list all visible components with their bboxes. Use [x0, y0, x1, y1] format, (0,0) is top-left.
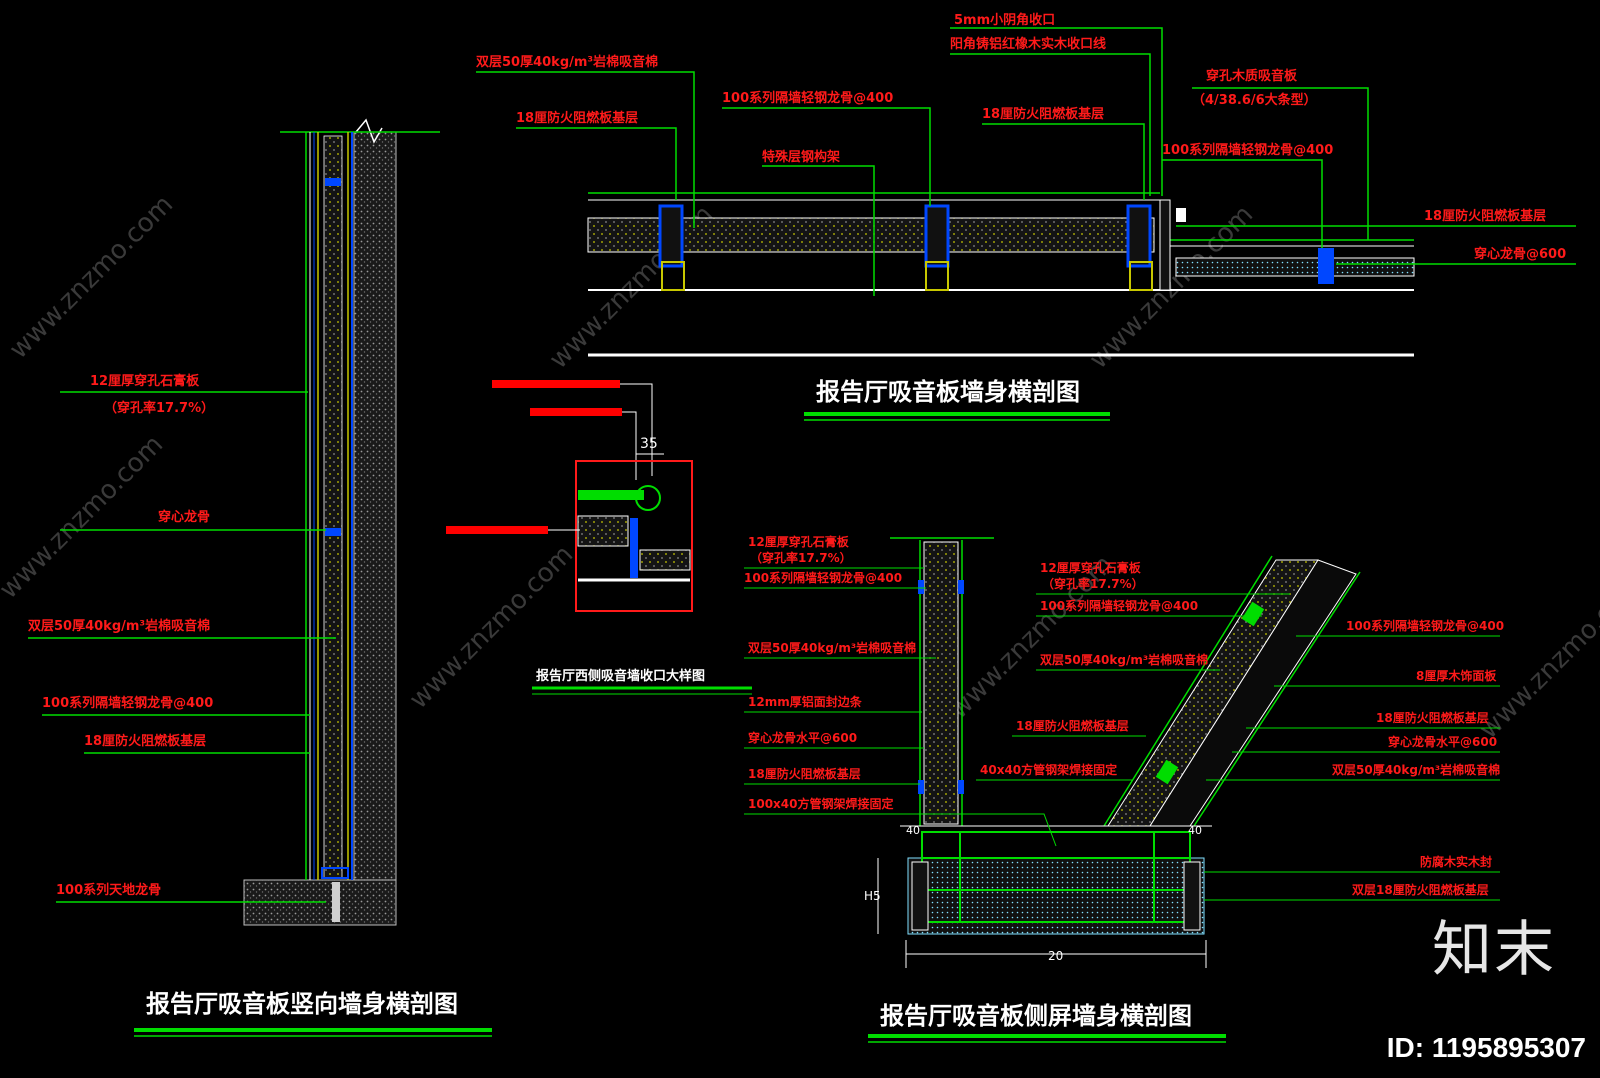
break-line [355, 118, 383, 144]
label-fire-board-a: 18厘防火阻燃板基层 [516, 110, 638, 126]
title-vertical-section: 报告厅吸音板竖向墙身横剖图 [146, 989, 458, 1018]
label-right-8: 18厘防火阻燃板基层 [1376, 710, 1489, 725]
image-id: ID: 1195895307 [1386, 1032, 1586, 1063]
label-through-keel-top: 穿心龙骨@600 [1474, 246, 1566, 262]
label-right-12: 双层18厘防火阻燃板基层 [1352, 882, 1489, 897]
label-mid-3: 双层50厚40kg/m³岩棉吸音棉 [748, 640, 916, 655]
detail-frame [575, 460, 693, 612]
dimension-40-left: 40 [906, 824, 920, 837]
watermark-text: www.znzmo.com [1474, 570, 1600, 745]
label-cotton-top: 双层50厚40kg/m³岩棉吸音棉 [476, 54, 658, 70]
label-mid-7: 100x40方管钢架焊接固定 [748, 796, 894, 811]
label-cotton: 双层50厚40kg/m³岩棉吸音棉 [28, 618, 210, 634]
label-mid-1b: （穿孔率17.7%） [750, 550, 852, 565]
trim-detail: 35 [446, 380, 693, 612]
dimension-height: H5 [864, 889, 881, 903]
label-fire-board: 18厘防火阻燃板基层 [84, 733, 206, 749]
label-right-1b: （穿孔率17.7%） [1042, 576, 1144, 591]
label-right-2: 100系列隔墙轻钢龙骨@400 [1040, 598, 1198, 613]
label-wood-board-2: （4/38.6/6大条型） [1192, 92, 1317, 108]
label-right-1a: 12厘厚穿孔石膏板 [1040, 560, 1142, 575]
label-right-6: 100系列隔墙轻钢龙骨@400 [1346, 618, 1504, 633]
dimension-35: 35 [640, 436, 658, 452]
label-right-7: 8厘厚木饰面板 [1416, 668, 1497, 683]
label-light-steel-keel: 100系列隔墙轻钢龙骨@400 [42, 695, 213, 711]
label-keel-b: 100系列隔墙轻钢龙骨@400 [1162, 142, 1333, 158]
label-keel-top: 100系列隔墙轻钢龙骨@400 [722, 90, 893, 106]
horizontal-wall-section [587, 192, 1415, 357]
dimension-40-right: 40 [1188, 824, 1202, 837]
insulation-core [323, 135, 343, 879]
vertical-wall-section [243, 118, 440, 926]
label-perforated-board: 12厘厚穿孔石膏板 [90, 373, 200, 389]
label-right-9: 穿心龙骨水平@600 [1388, 734, 1497, 749]
label-mid-1a: 12厘厚穿孔石膏板 [748, 534, 850, 549]
label-right-11: 防腐木实木封 [1420, 854, 1492, 869]
label-right-4: 18厘防火阻燃板基层 [1016, 718, 1129, 733]
vertical-section-labels: 12厘厚穿孔石膏板 （穿孔率17.7%） 穿心龙骨 双层50厚40kg/m³岩棉… [28, 373, 336, 903]
label-mid-2: 100系列隔墙轻钢龙骨@400 [744, 570, 902, 585]
label-right-3: 双层50厚40kg/m³岩棉吸音棉 [1040, 652, 1208, 667]
side-screen-labels-left: 12厘厚穿孔石膏板 （穿孔率17.7%） 100系列隔墙轻钢龙骨@400 双层5… [744, 534, 1057, 847]
label-corner-trim-1: 5mm小阴角收口 [954, 12, 1055, 28]
label-special-steel: 特殊层钢构架 [762, 149, 840, 165]
title-detail: 报告厅西侧吸音墙收口大样图 [536, 668, 705, 684]
label-through-keel: 穿心龙骨 [158, 509, 210, 525]
watermark-text: www.znzmo.com [944, 550, 1119, 725]
label-right-5: 40x40方管钢架焊接固定 [980, 762, 1117, 777]
watermark-text: www.znzmo.com [0, 430, 169, 605]
label-mid-6: 18厘防火阻燃板基层 [748, 766, 861, 781]
title-horizontal-section: 报告厅吸音板墙身横剖图 [816, 377, 1080, 406]
label-mid-4: 12mm厚铝面封边条 [748, 694, 863, 709]
horizontal-section-labels: 5mm小阴角收口 阳角铸铝红橡木实木收口线 双层50厚40kg/m³岩棉吸音棉 … [476, 12, 1576, 296]
label-ground-track: 100系列天地龙骨 [56, 882, 161, 898]
title-side-screen-section: 报告厅吸音板侧屏墙身横剖图 [880, 1001, 1192, 1030]
side-screen-labels-right: 12厘厚穿孔石膏板 （穿孔率17.7%） 100系列隔墙轻钢龙骨@400 双层5… [976, 560, 1504, 901]
side-screen-section: 40 40 H5 20 [864, 537, 1361, 968]
label-corner-trim-2: 阳角铸铝红橡木实木收口线 [950, 36, 1106, 52]
watermark-text: www.znzmo.com [4, 190, 179, 365]
dimension-width: 20 [1048, 949, 1063, 963]
concrete-wall [353, 131, 397, 926]
label-right-10: 双层50厚40kg/m³岩棉吸音棉 [1332, 762, 1500, 777]
label-fire-board-b: 18厘防火阻燃板基层 [982, 106, 1104, 122]
label-mid-5: 穿心龙骨水平@600 [748, 730, 857, 745]
label-fire-board-c: 18厘防火阻燃板基层 [1424, 208, 1546, 224]
brand-logo-text: 知末 [1432, 915, 1556, 985]
label-perforation-rate: （穿孔率17.7%） [104, 400, 214, 416]
label-wood-board-1: 穿孔木质吸音板 [1206, 68, 1298, 84]
